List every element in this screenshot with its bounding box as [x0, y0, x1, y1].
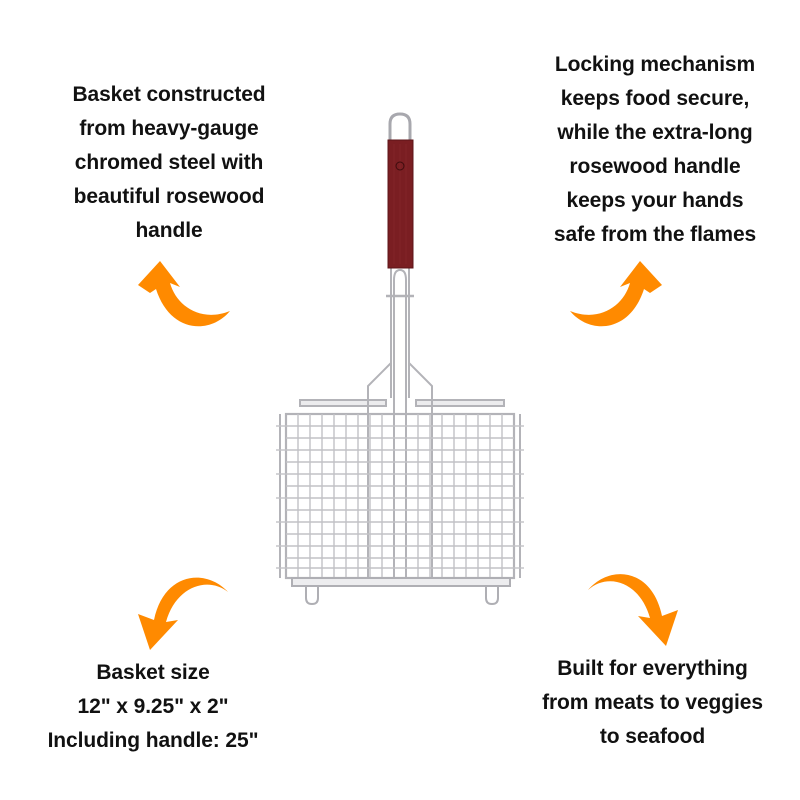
- caption-line: to seafood: [599, 725, 706, 748]
- caption-uses: Built for everything from meats to veggi…: [520, 652, 785, 754]
- caption-material: Basket constructed from heavy-gauge chro…: [44, 78, 294, 248]
- caption-line: from meats to veggies: [542, 691, 763, 714]
- caption-line: Basket constructed: [72, 83, 266, 106]
- curved-arrow-down-left-icon: [138, 577, 228, 650]
- caption-line: from heavy-gauge: [79, 117, 259, 140]
- caption-line: handle: [135, 219, 203, 242]
- caption-line: keeps food secure,: [560, 87, 750, 110]
- caption-line: Built for everything: [557, 657, 748, 680]
- caption-locking-mechanism: Locking mechanism keeps food secure, whi…: [520, 48, 790, 252]
- grill-basket-image: [276, 112, 524, 606]
- caption-dimensions: Basket size 12" x 9.25" x 2" Including h…: [18, 656, 288, 758]
- caption-line: Including handle: 25": [47, 729, 259, 752]
- caption-line: safe from the flames: [553, 223, 757, 246]
- curved-arrow-up-right-icon: [570, 261, 662, 327]
- caption-line: Locking mechanism: [554, 53, 756, 76]
- caption-line: beautiful rosewood: [73, 185, 265, 208]
- curved-arrow-up-left-icon: [138, 261, 230, 327]
- caption-line: keeps your hands: [566, 189, 744, 212]
- caption-line: rosewood handle: [569, 155, 741, 178]
- caption-line: while the extra-long: [557, 121, 753, 144]
- caption-line: 12" x 9.25" x 2": [77, 695, 229, 718]
- curved-arrow-down-right-icon: [588, 574, 678, 646]
- caption-line: Basket size: [96, 661, 210, 684]
- caption-line: chromed steel with: [74, 151, 264, 174]
